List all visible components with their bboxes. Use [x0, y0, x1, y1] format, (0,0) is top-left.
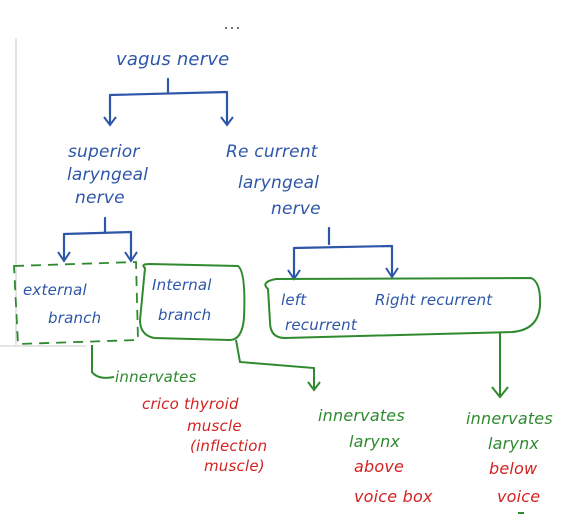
external-target-4: muscle) [204, 457, 265, 475]
recurrent-innervates-2: larynx [488, 434, 539, 453]
external-branch-box [13, 261, 139, 345]
top-dot-3 [237, 27, 239, 29]
arrow-recurrent-innervates [491, 386, 509, 399]
superior-line-1: superior [68, 142, 140, 162]
internal-line-2: branch [158, 306, 211, 324]
connector-external-innervates [91, 345, 115, 379]
arrow-external [57, 251, 71, 263]
internal-innervates-2: larynx [349, 432, 400, 451]
recurrent-target-1: below [489, 459, 538, 478]
arrow-superior [103, 116, 117, 127]
superior-line-3: nerve [75, 188, 125, 208]
left-line-1: left [281, 291, 307, 309]
external-target-3: (inflection [190, 437, 267, 455]
vagus-nerve-label: vagus nerve [116, 49, 229, 70]
connector-superior-branches [62, 216, 133, 262]
recurrent-target-2: voice [497, 487, 540, 506]
top-dot-2 [231, 27, 233, 29]
internal-target-2: voice box [354, 487, 433, 506]
right-recurrent-label: Right recurrent [375, 291, 493, 309]
connector-root-level-1 [108, 77, 229, 126]
recurrent-line-3: nerve [271, 199, 321, 219]
internal-line-1: Internal [152, 276, 212, 294]
internal-branch-box [138, 262, 246, 342]
top-dot-1 [225, 27, 227, 29]
connector-internal-innervates [235, 339, 315, 388]
recurrent-line-2: laryngeal [238, 173, 319, 193]
arrow-recurrent [220, 116, 234, 127]
recurrent-line-1: Re current [226, 142, 319, 162]
internal-innervates-1: innervates [318, 406, 405, 425]
recurrent-innervates-1: innervates [466, 409, 553, 428]
external-target-2: muscle [187, 417, 242, 435]
external-line-2: branch [48, 309, 101, 327]
arrow-internal [124, 251, 138, 263]
internal-target-1: above [354, 457, 404, 476]
external-innervates: innervates [115, 368, 197, 386]
superior-line-2: laryngeal [67, 165, 148, 185]
external-line-1: external [23, 281, 87, 299]
recurrent-sides-box [264, 276, 542, 340]
arrow-internal-innervates [307, 381, 321, 392]
external-target-1: crico thyroid [142, 395, 239, 413]
connector-recurrent-sides [292, 226, 394, 280]
arrow-right [385, 267, 399, 279]
left-line-2: recurrent [285, 316, 358, 334]
